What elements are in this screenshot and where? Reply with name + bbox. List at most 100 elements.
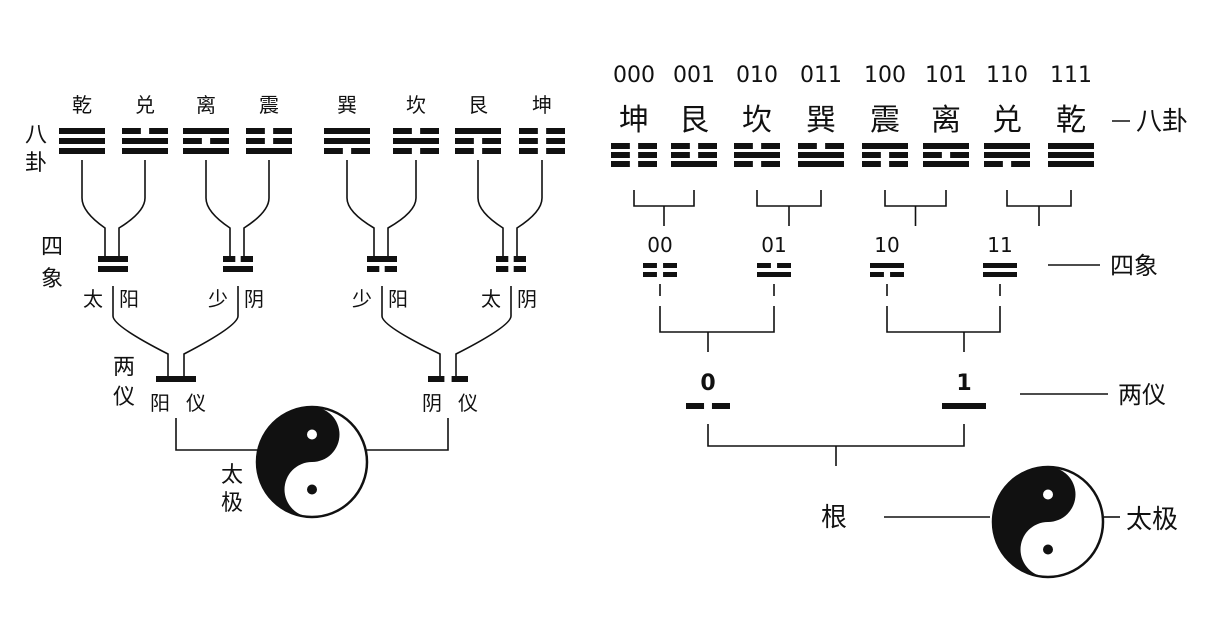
left-sixiang-char-left: 太 — [481, 287, 501, 311]
right-trigram-name: 乾 — [1056, 103, 1086, 138]
yin-line-right — [761, 161, 780, 167]
right-trigram-name: 震 — [870, 103, 900, 138]
yang-line — [156, 376, 196, 382]
yang-line — [59, 138, 105, 144]
right-trigram-symbol — [798, 143, 844, 167]
right-trigram-code: 001 — [673, 63, 715, 88]
yin-line-right — [638, 152, 657, 158]
left-wire — [455, 286, 512, 376]
right-trigram-name: 巽 — [806, 103, 836, 138]
left-trigram-name: 坤 — [532, 93, 552, 117]
left-trigram-symbol — [59, 128, 105, 154]
left-liangyi-row: 阳仪阴仪 — [150, 376, 478, 415]
left-trigram-name: 巽 — [337, 93, 357, 117]
left-trigram-name: 震 — [259, 93, 279, 117]
left-trigram-symbol — [183, 128, 229, 154]
yin-line-right — [546, 138, 565, 144]
yang-line — [1048, 143, 1094, 149]
left-sixiang-symbol — [367, 256, 397, 272]
right-trigram-code: 010 — [736, 63, 778, 88]
yin-line-left — [686, 403, 705, 409]
right-bagua-label: 八卦 — [1136, 107, 1188, 137]
left-wire — [387, 160, 417, 256]
right-trigram-code: 110 — [986, 63, 1028, 88]
right-trigram-code: 000 — [613, 63, 655, 88]
right-trigram-name: 坎 — [742, 103, 772, 138]
yang-line — [983, 263, 1017, 268]
yin-line-right — [546, 148, 565, 154]
yang-line — [862, 143, 908, 149]
left-bagua-label-char2: 卦 — [25, 151, 47, 176]
right-bracket — [707, 424, 965, 447]
right-trigram-name: 坤 — [619, 103, 649, 138]
yin-line-left — [393, 148, 412, 154]
yin-line-left — [984, 161, 1003, 167]
yang-line — [223, 266, 253, 272]
left-fuxi-tree: 乾兑离震巽坎艮坤 太阳少阴少阳太阴 阳仪阴仪 八 卦 四 象 两 仪 太 极 — [25, 93, 565, 519]
yin-line-right — [273, 138, 292, 144]
left-wire — [346, 160, 375, 256]
yang-line — [59, 148, 105, 154]
right-liangyi-symbol — [686, 403, 730, 409]
left-taiji-yinyang-icon — [255, 405, 369, 519]
left-trigram-symbol — [519, 128, 565, 154]
yin-line-left — [734, 143, 753, 149]
left-trigram-symbol — [324, 128, 370, 154]
right-sixiang-code: 10 — [874, 233, 899, 257]
right-sixiang-code: 01 — [761, 233, 786, 257]
yin-line-left — [367, 266, 380, 272]
yang-line — [984, 152, 1030, 158]
yin-line-left — [643, 263, 657, 268]
yin-line-left — [183, 138, 202, 144]
right-liangyi-code: 1 — [956, 371, 971, 396]
left-taiji-label-char1: 太 — [221, 463, 243, 488]
yang-line — [367, 256, 397, 262]
yang-line — [122, 148, 168, 154]
left-sixiang-label-char2: 象 — [41, 267, 63, 292]
yin-line-left — [324, 148, 343, 154]
left-connector-lines — [81, 160, 543, 451]
left-trigram-row: 乾兑离震巽坎艮坤 — [59, 93, 565, 154]
yang-line — [984, 143, 1030, 149]
yang-line — [246, 148, 292, 154]
left-sixiang-char-right: 阳 — [388, 287, 408, 311]
left-liangyi-label-char2: 仪 — [113, 385, 135, 410]
right-bracket — [633, 190, 695, 207]
yin-line-right — [210, 138, 229, 144]
yin-line-right — [825, 143, 844, 149]
yin-line-right — [777, 263, 791, 268]
yang-line — [98, 266, 128, 272]
yin-line-left — [519, 138, 538, 144]
yang-line — [393, 138, 439, 144]
yin-line-left — [496, 266, 509, 272]
left-liangyi-char-right: 仪 — [186, 391, 206, 415]
right-sixiang-symbol — [643, 263, 677, 277]
yang-line — [183, 148, 229, 154]
left-wire — [175, 418, 258, 451]
left-wire — [183, 286, 239, 376]
left-trigram-name: 离 — [196, 93, 216, 117]
left-liangyi-symbol — [428, 376, 468, 382]
left-wire — [81, 160, 106, 256]
yin-line-left — [611, 161, 630, 167]
left-trigram-name: 艮 — [468, 93, 488, 117]
right-trigram-name: 离 — [931, 103, 961, 138]
yin-line-right — [889, 161, 908, 167]
yang-line — [98, 256, 128, 262]
yin-line-right — [698, 152, 717, 158]
yin-line-left — [519, 148, 538, 154]
right-trigram-name: 艮 — [679, 103, 709, 138]
right-liangyi-symbol — [942, 403, 986, 409]
yang-line — [183, 128, 229, 134]
yin-line-left — [496, 256, 509, 262]
right-trigram-code: 101 — [925, 63, 967, 88]
yang-line — [324, 128, 370, 134]
left-trigram-name: 乾 — [72, 93, 92, 117]
left-wire — [516, 160, 543, 256]
right-bracket — [1006, 190, 1072, 207]
right-liangyi-label: 两仪 — [1118, 381, 1166, 409]
left-liangyi-char-left: 阳 — [150, 391, 170, 415]
yang-line — [923, 161, 969, 167]
